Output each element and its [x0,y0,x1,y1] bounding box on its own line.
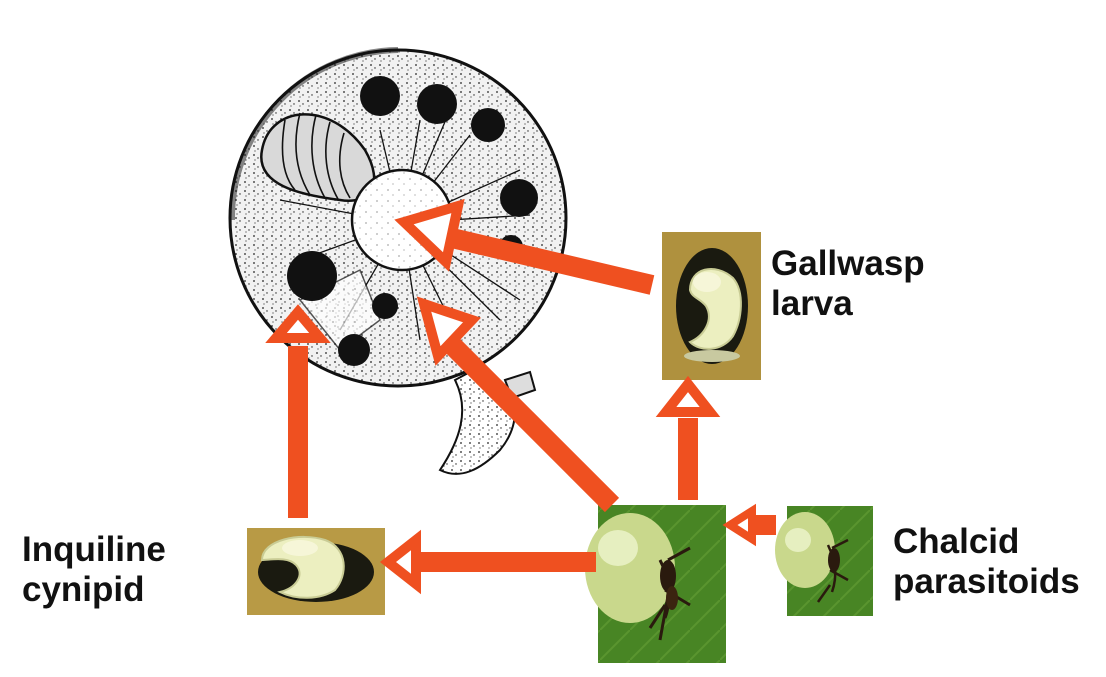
arrow-chalcid-to-parasitoid [730,511,776,539]
arrow-parasitoid-to-inquiline [388,540,596,584]
inquiline-larva-photo [247,528,385,615]
gallwasp-label-line-2: larva [771,284,925,324]
arrow-parasitoid-to-gallwasp [666,384,710,500]
chalcid-parasitoids-label: Chalcid parasitoids [893,522,1080,602]
inquiline-cynipid-label: Inquiline cynipid [22,530,166,610]
gallwasp-larva-photo [662,232,761,380]
chalcid-label-line-2: parasitoids [893,562,1080,602]
chalcid-label-line-1: Chalcid [893,522,1080,562]
gallwasp-larva-label: Gallwasp larva [771,244,925,324]
gallwasp-label-line-1: Gallwasp [771,244,925,284]
parasitoid-on-leaf-photo [585,505,726,663]
parasitoid-on-leaf-photo-small [775,506,873,616]
inquiline-label-line-2: cynipid [22,570,166,610]
inquiline-label-line-1: Inquiline [22,530,166,570]
arrow-inquiline-to-gall [276,312,320,518]
